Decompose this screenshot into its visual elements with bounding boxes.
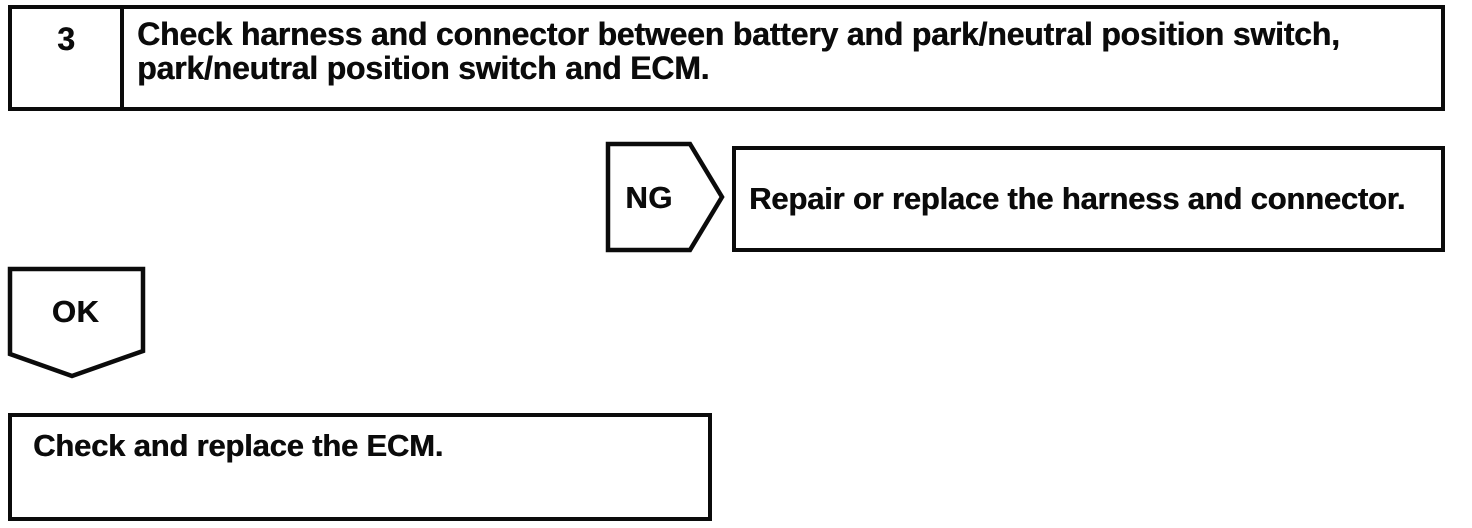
ok-pentagon-icon xyxy=(7,266,146,379)
ok-branch-connector: OK xyxy=(7,266,147,380)
ng-action-box: Repair or replace the harness and connec… xyxy=(732,146,1445,252)
step-number: 3 xyxy=(12,9,124,107)
ok-label: OK xyxy=(51,294,100,329)
ng-action-text: Repair or replace the harness and connec… xyxy=(749,181,1406,216)
ng-label: NG xyxy=(625,180,673,215)
ng-pentagon-icon xyxy=(605,141,725,253)
ng-branch-connector: NG xyxy=(605,141,725,253)
step-box: 3 Check harness and connector between ba… xyxy=(8,5,1445,111)
step-instruction: Check harness and connector between batt… xyxy=(137,16,1340,86)
ok-action-text: Check and replace the ECM. xyxy=(33,428,443,463)
ok-action-box: Check and replace the ECM. xyxy=(8,413,712,521)
